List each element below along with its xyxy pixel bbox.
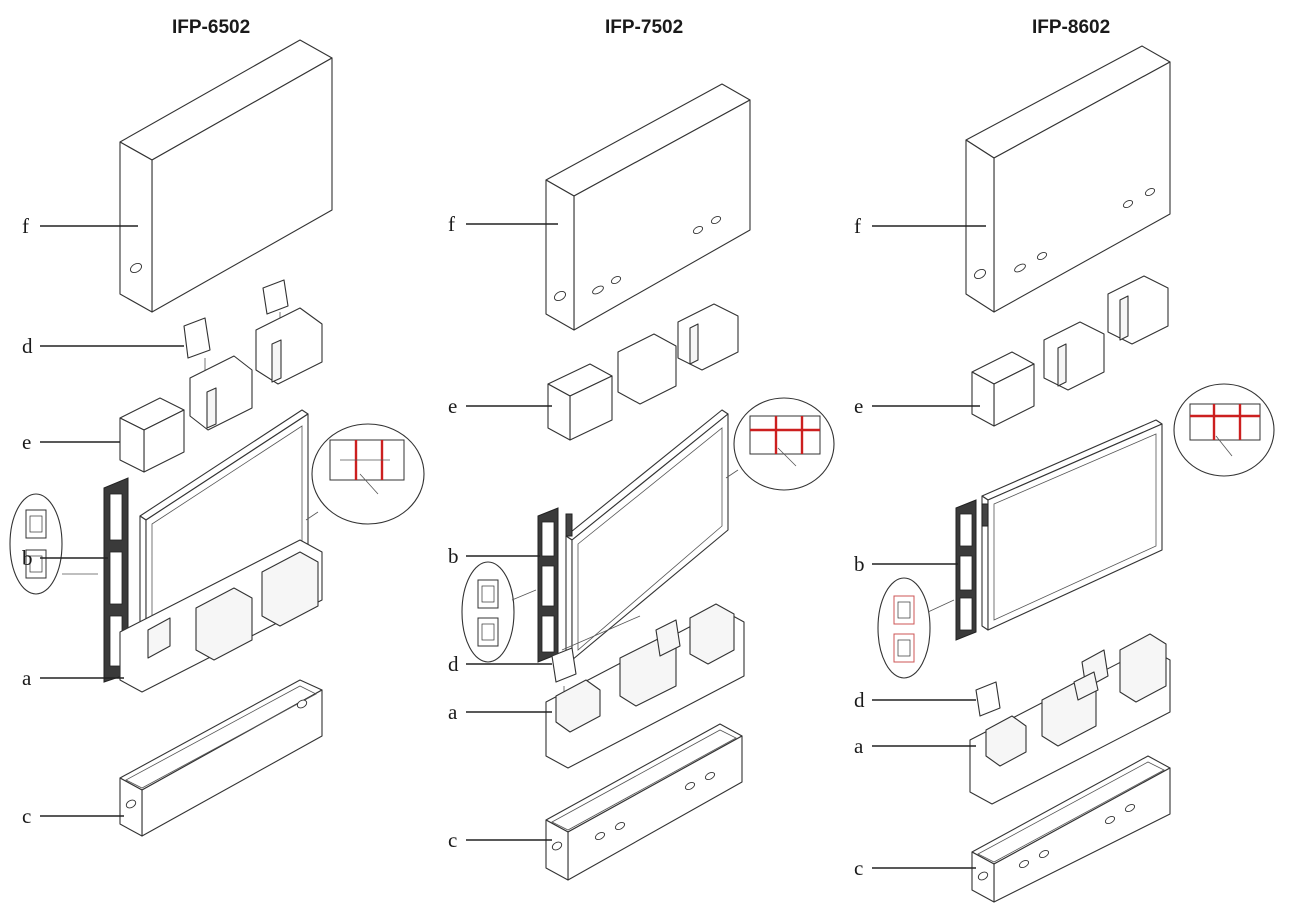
label-f: f (22, 214, 29, 238)
label-c: c (854, 856, 863, 880)
label-c: c (448, 828, 457, 852)
foam-block-e (119, 397, 185, 473)
model-title: IFP-8602 (1032, 17, 1110, 38)
display-panel (981, 419, 1163, 631)
bottom-tray (545, 723, 743, 881)
bottom-foam (545, 603, 745, 769)
column-ifp-6502: IFP-6502 (9, 17, 425, 837)
label-a: a (448, 700, 458, 724)
upper-foam-blocks (1043, 275, 1169, 391)
side-bracket (103, 477, 129, 683)
outer-carton (965, 45, 1171, 313)
label-d: d (22, 334, 33, 358)
bottom-foam (119, 539, 323, 693)
detail-callout-side (9, 493, 98, 595)
label-a: a (22, 666, 32, 690)
detail-callout-top (305, 423, 425, 525)
label-d: d (854, 688, 865, 712)
label-b: b (854, 552, 865, 576)
label-b: b (448, 544, 459, 568)
corner-cap-d (975, 681, 1001, 717)
label-b: b (22, 546, 33, 570)
upper-foam-blocks (617, 303, 739, 405)
display-panel (565, 409, 729, 661)
detail-callout-side (877, 577, 955, 679)
label-f: f (854, 214, 861, 238)
detail-callout-side (461, 561, 641, 663)
label-c: c (22, 804, 31, 828)
corner-cap-d (551, 647, 577, 696)
upper-foam-blocks (189, 307, 323, 431)
model-title: IFP-7502 (605, 17, 683, 38)
detail-callout-top (725, 397, 835, 491)
label-a: a (854, 734, 864, 758)
foam-block-e (547, 363, 613, 441)
bottom-tray (971, 755, 1171, 903)
bottom-tray (119, 679, 323, 837)
model-title: IFP-6502 (172, 17, 250, 38)
outer-carton (119, 39, 333, 313)
foam-block-e (971, 351, 1035, 427)
column-ifp-7502: IFP-7502 (448, 17, 835, 881)
label-d: d (448, 652, 459, 676)
detail-callout-top (1173, 383, 1275, 477)
label-f: f (448, 212, 455, 236)
outer-carton (545, 83, 751, 331)
side-bracket (955, 499, 977, 641)
column-ifp-8602: IFP-8602 (854, 17, 1275, 903)
label-e: e (448, 394, 457, 418)
label-e: e (854, 394, 863, 418)
bottom-foam (969, 633, 1171, 805)
side-bracket (537, 507, 559, 663)
label-e: e (22, 430, 31, 454)
